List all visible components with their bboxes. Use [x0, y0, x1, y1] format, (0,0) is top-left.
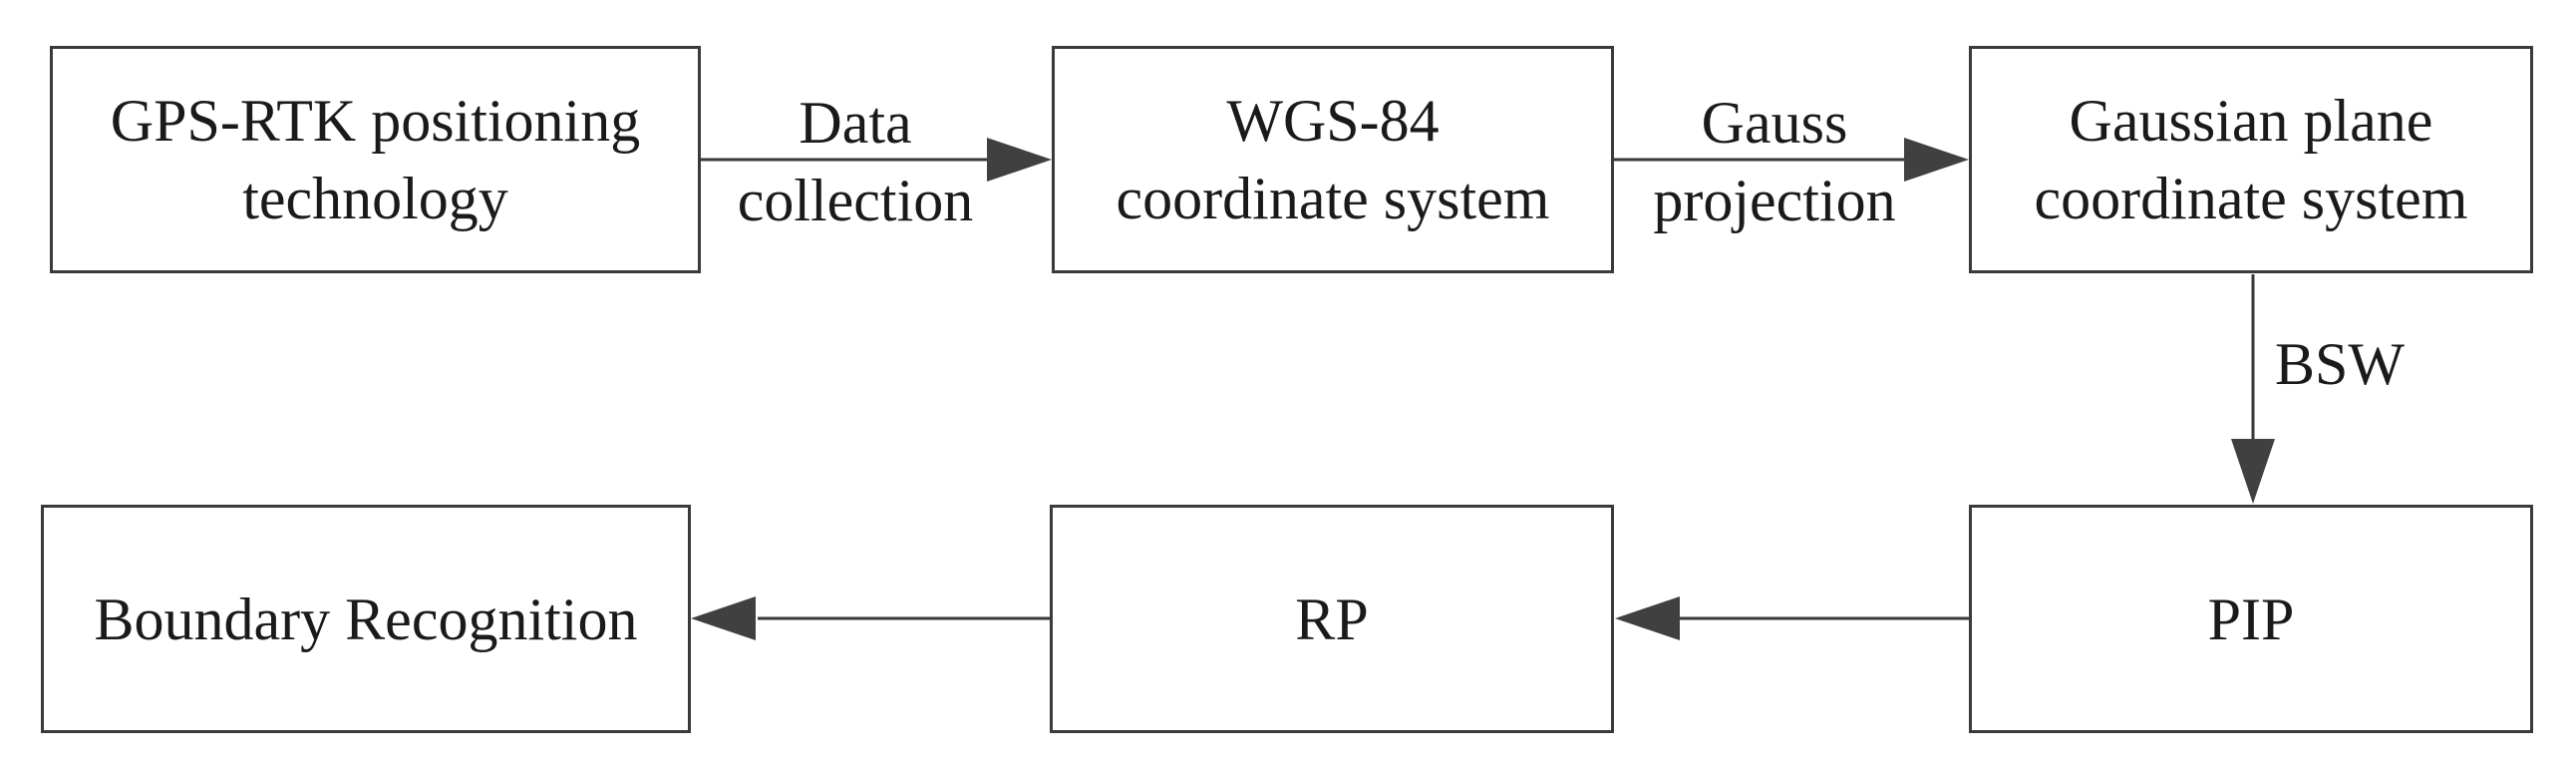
- node-gps-rtk: GPS-RTK positioning technology: [50, 46, 701, 273]
- node-gaussian-plane-line1: Gaussian plane: [2069, 88, 2433, 154]
- edge-label-bsw: BSW: [2275, 325, 2434, 403]
- edge-label-data-collection-line2: collection: [737, 168, 974, 233]
- arrow-bsw-head: [2231, 439, 2275, 504]
- node-pip: PIP: [1969, 505, 2533, 733]
- node-pip-label: PIP: [2207, 585, 2295, 652]
- node-boundary-recognition: Boundary Recognition: [41, 505, 691, 733]
- node-gaussian-plane: Gaussian plane coordinate system: [1969, 46, 2533, 273]
- edge-label-gauss-projection: Gauss projection: [1625, 84, 1924, 239]
- node-boundary-recognition-label: Boundary Recognition: [94, 585, 638, 652]
- edge-label-gauss-projection-line1: Gauss: [1701, 90, 1848, 156]
- edge-label-data-collection: Data collection: [711, 84, 1000, 239]
- edge-label-data-collection-line1: Data: [799, 90, 912, 156]
- arrow-pip-rp-head: [1615, 596, 1680, 640]
- arrow-gauss-projection-head: [1904, 138, 1969, 182]
- node-rp-label: RP: [1295, 585, 1369, 652]
- arrow-data-collection-head: [987, 138, 1052, 182]
- edge-label-bsw-text: BSW: [2275, 331, 2406, 397]
- node-wgs84-line2: coordinate system: [1116, 166, 1550, 231]
- edge-label-gauss-projection-line2: projection: [1653, 168, 1896, 233]
- node-gps-rtk-line1: GPS-RTK positioning: [110, 88, 641, 154]
- arrow-rp-boundary-head: [691, 596, 756, 640]
- node-wgs84-line1: WGS-84: [1226, 88, 1440, 154]
- node-gps-rtk-line2: technology: [242, 166, 508, 231]
- node-gaussian-plane-line2: coordinate system: [2034, 166, 2468, 231]
- node-wgs84: WGS-84 coordinate system: [1052, 46, 1614, 273]
- node-rp: RP: [1050, 505, 1614, 733]
